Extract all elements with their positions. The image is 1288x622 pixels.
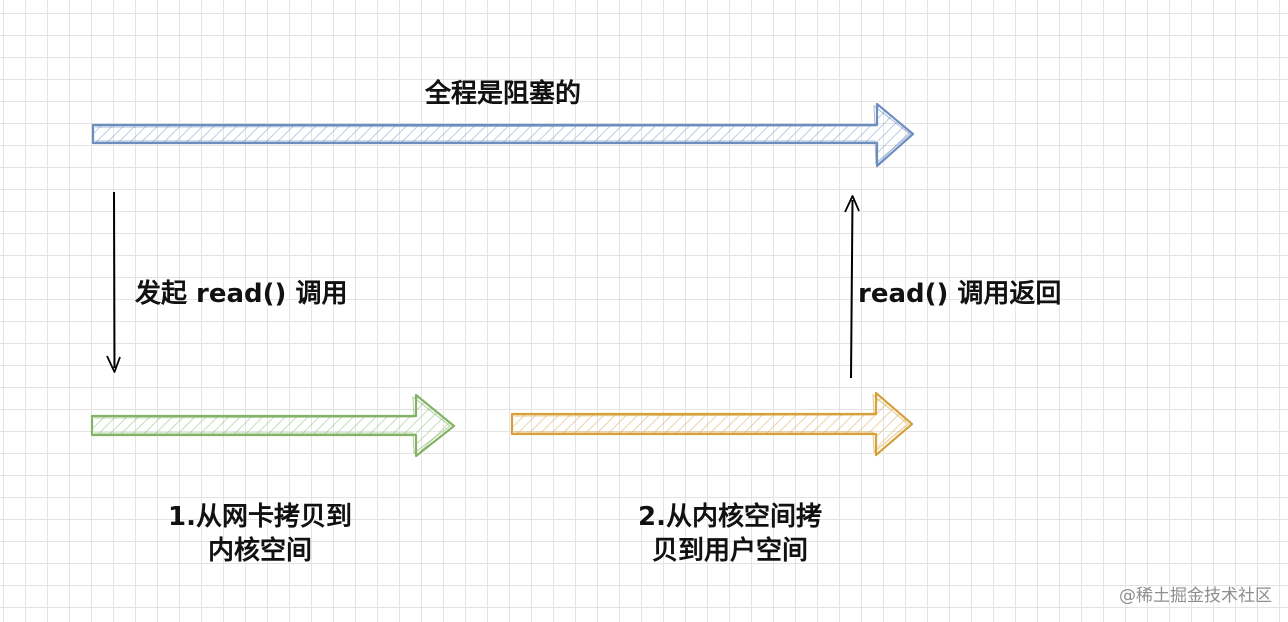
step1-label-line2: 内核空间 <box>207 536 312 566</box>
step1-arrow <box>90 393 456 458</box>
watermark: @稀土掘金技术社区 <box>1119 586 1272 606</box>
step2-arrow <box>510 391 914 457</box>
step1-label-line1: 1.从网卡拷贝到 <box>168 502 352 532</box>
blocking-arrow <box>91 102 915 168</box>
step2-label-line2: 贝到用户空间 <box>651 536 808 566</box>
step1-label: 1.从网卡拷贝到 内核空间 <box>110 500 410 568</box>
step2-label-line1: 2.从内核空间拷 <box>638 502 822 532</box>
return-label: read() 调用返回 <box>858 279 1062 309</box>
step2-label: 2.从内核空间拷 贝到用户空间 <box>580 500 880 568</box>
blocking-label: 全程是阻塞的 <box>425 79 582 109</box>
call-down-arrow <box>106 191 121 373</box>
return-up-arrow <box>844 195 860 379</box>
call-label: 发起 read() 调用 <box>135 279 348 309</box>
